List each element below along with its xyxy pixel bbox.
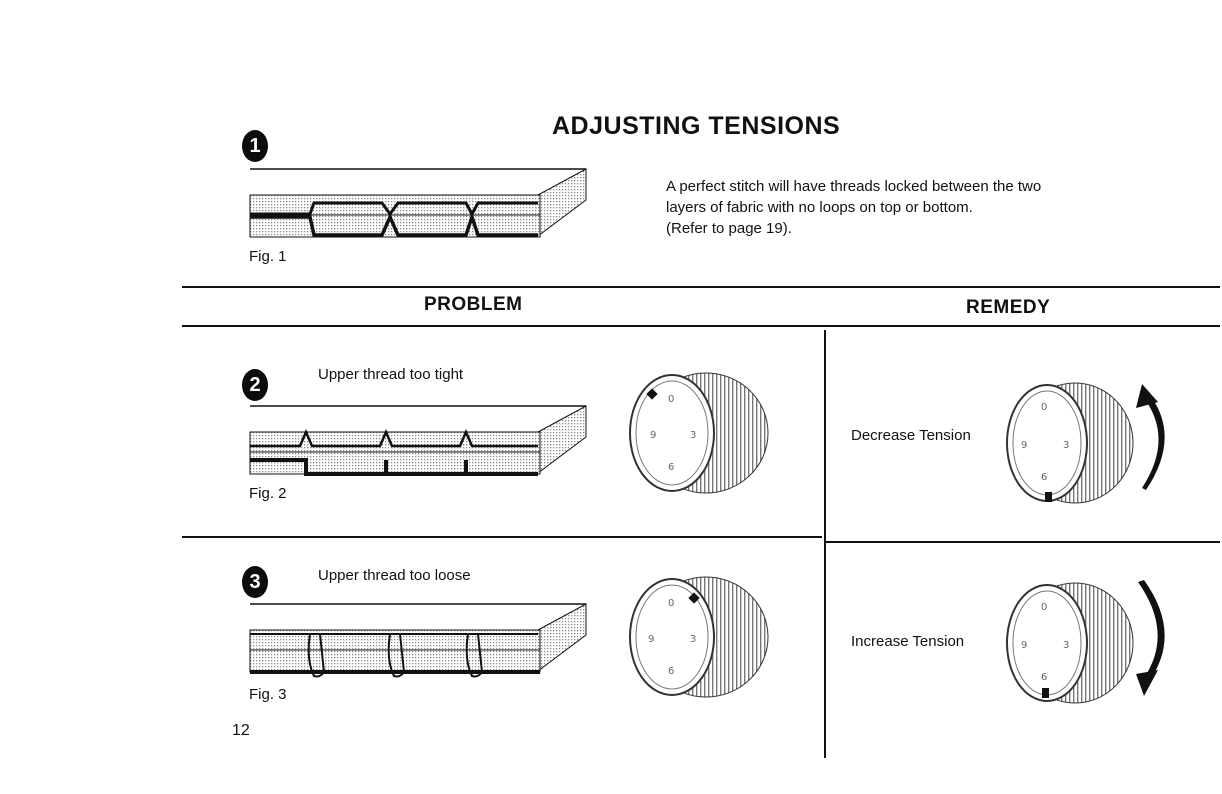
step-2-marker: 2	[242, 369, 268, 401]
svg-text:6: 6	[1041, 672, 1047, 683]
intro-line-1: A perfect stitch will have threads locke…	[666, 178, 1042, 195]
tension-dial-too-tight-icon: 0 3 6 9	[629, 372, 769, 494]
svg-text:9: 9	[1021, 640, 1027, 651]
page-title: ADJUSTING TENSIONS	[552, 112, 841, 140]
tension-dial-increase-icon: 0 3 6 9	[1006, 582, 1134, 704]
divider	[182, 325, 1220, 327]
svg-text:9: 9	[1021, 440, 1027, 451]
svg-text:3: 3	[690, 634, 696, 645]
svg-text:3: 3	[1063, 440, 1069, 451]
loose-thread-caption: Upper thread too loose	[318, 567, 471, 584]
intro-text: A perfect stitch will have threads locke…	[666, 176, 1126, 239]
column-divider	[824, 330, 826, 758]
remedy-header: REMEDY	[966, 297, 1051, 318]
svg-text:6: 6	[668, 462, 674, 473]
step-1-marker: 1	[242, 130, 268, 162]
step-3-marker: 3	[242, 566, 268, 598]
tension-dial-decrease-icon: 0 3 6 9	[1006, 382, 1134, 504]
fig-2-label: Fig. 2	[249, 485, 287, 502]
svg-text:6: 6	[1041, 472, 1047, 483]
fig-1-label: Fig. 1	[249, 248, 287, 265]
svg-text:9: 9	[650, 430, 656, 441]
svg-text:0: 0	[1041, 602, 1047, 613]
svg-text:3: 3	[1063, 640, 1069, 651]
page-number: 12	[232, 722, 250, 739]
divider	[182, 286, 1220, 288]
fig1-perfect-stitch-illustration	[249, 168, 587, 238]
svg-text:6: 6	[668, 666, 674, 677]
svg-text:3: 3	[690, 430, 696, 441]
fig2-tight-thread-illustration	[249, 405, 587, 476]
intro-line-2: layers of fabric with no loops on top or…	[666, 199, 973, 216]
increase-tension-label: Increase Tension	[851, 633, 965, 650]
decrease-tension-label: Decrease Tension	[851, 427, 971, 444]
fig3-loose-thread-illustration	[249, 603, 587, 678]
divider	[826, 541, 1220, 543]
clockwise-arrow-icon	[1136, 580, 1165, 696]
tight-thread-caption: Upper thread too tight	[318, 366, 464, 383]
svg-text:0: 0	[1041, 402, 1047, 413]
divider	[182, 536, 822, 538]
intro-line-3: (Refer to page 19).	[666, 220, 792, 237]
counterclockwise-arrow-icon	[1136, 384, 1165, 490]
fig-3-label: Fig. 3	[249, 686, 287, 703]
svg-text:9: 9	[648, 634, 654, 645]
svg-text:0: 0	[668, 394, 674, 405]
svg-text:0: 0	[668, 598, 674, 609]
problem-header: PROBLEM	[424, 294, 523, 315]
tension-dial-too-loose-icon: 0 3 6 9	[629, 576, 769, 698]
